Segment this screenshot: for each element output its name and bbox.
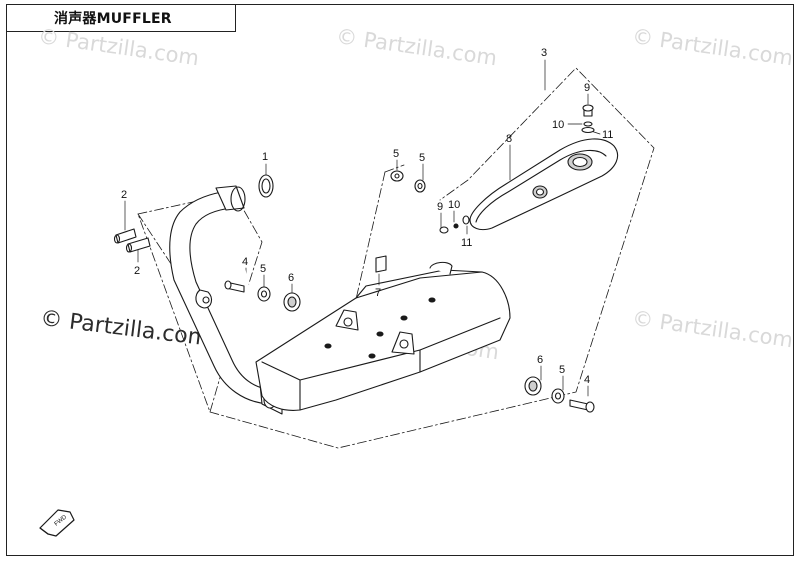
right-mount-hardware <box>524 376 595 413</box>
callout-1: 1 <box>262 151 268 163</box>
heat-shield-fasteners <box>439 104 595 234</box>
rubber-mounts-upper <box>390 170 426 193</box>
callout-5c: 5 <box>260 263 266 275</box>
gasket-part-1 <box>258 174 274 198</box>
callout-8: 8 <box>506 133 512 145</box>
muffler-body <box>255 255 511 411</box>
callout-2b: 2 <box>134 265 140 277</box>
callout-10a: 10 <box>448 199 460 211</box>
heat-shield-part-8 <box>469 138 619 231</box>
callout-11b: 11 <box>602 129 613 141</box>
callout-6b: 6 <box>537 354 543 366</box>
callout-2a: 2 <box>121 189 127 201</box>
callout-3: 3 <box>541 47 547 59</box>
left-mount-hardware <box>224 280 301 312</box>
callout-5a: 5 <box>393 148 399 160</box>
callout-4b: 4 <box>584 374 590 386</box>
title-box <box>6 4 236 32</box>
callout-4a: 4 <box>242 256 248 268</box>
callout-9b: 9 <box>584 82 590 94</box>
callout-10b: 10 <box>552 119 564 131</box>
callout-11a: 11 <box>461 237 472 249</box>
callout-6a: 6 <box>288 272 294 284</box>
diagram-frame <box>6 4 794 556</box>
diagram-title: 消声器MUFFLER <box>54 11 172 27</box>
fwd-arrow-icon <box>39 509 75 537</box>
callout-5d: 5 <box>559 364 565 376</box>
callout-9a: 9 <box>437 201 443 213</box>
callout-5b: 5 <box>419 152 425 164</box>
callout-7: 7 <box>375 287 381 299</box>
stud-bolts-part-2 <box>113 228 151 253</box>
